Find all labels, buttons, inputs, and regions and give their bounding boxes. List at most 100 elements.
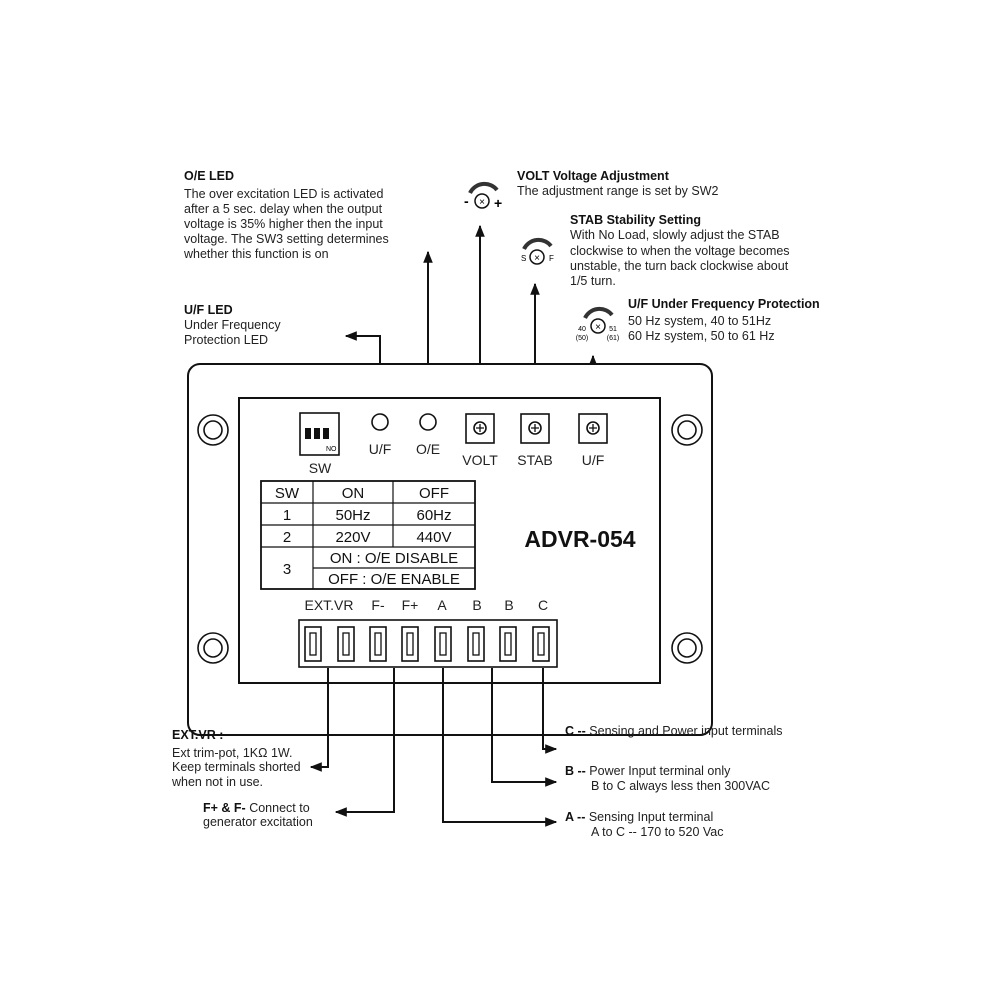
oe-led-line: after a 5 sec. delay when the output (184, 202, 383, 216)
stab-title: STAB Stability Setting (570, 213, 701, 227)
terminal-label: F+ (402, 597, 419, 613)
table-header: SW (275, 485, 300, 502)
terminal-slot[interactable] (499, 626, 517, 662)
mounting-hole-icon (671, 632, 703, 664)
volt-annotation: × - + VOLT Voltage Adjustment The adjust… (464, 169, 719, 211)
terminal-slot[interactable] (304, 626, 322, 662)
svg-text:B to C always less then 300VAC: B to C always less then 300VAC (591, 779, 770, 793)
dip-switch[interactable]: NO (299, 412, 340, 456)
uf-led-title: U/F LED (184, 303, 233, 317)
terminal-slot[interactable] (434, 626, 452, 662)
svg-text:NO: NO (326, 446, 337, 453)
uf-led (371, 413, 389, 431)
bottom-leader-lines (309, 668, 558, 827)
table-header: ON (342, 485, 365, 502)
extvr-line: Ext trim-pot, 1KΩ 1W. (172, 746, 292, 760)
volt-title: VOLT Voltage Adjustment (517, 169, 670, 183)
potentiometer-icon: × 40 (50) 51 (61) (576, 306, 619, 342)
svg-text:B -- Power Input terminal only: B -- Power Input terminal only (565, 764, 731, 778)
uf-protection-annotation: × 40 (50) 51 (61) U/F Under Frequency Pr… (576, 297, 820, 343)
svg-text:51: 51 (609, 326, 617, 333)
stab-line: With No Load, slowly adjust the STAB (570, 228, 780, 242)
table-cell: 50Hz (335, 507, 370, 524)
oe-led-label: O/E (416, 441, 440, 457)
svg-text:S: S (521, 254, 526, 263)
extvr-line: when not in use. (171, 775, 263, 789)
c-terminal-annotation: C -- Sensing and Power input terminals (565, 724, 782, 738)
table-cell: 60Hz (416, 507, 451, 524)
svg-text:(61): (61) (607, 335, 619, 342)
terminal-label: F- (371, 597, 385, 613)
switch-table: SW ON OFF 1 50Hz 60Hz 2 220V 440V 3 ON :… (260, 480, 476, 590)
sw-label: SW (309, 460, 332, 476)
table-cell: 220V (335, 529, 370, 546)
table-cell: 2 (283, 529, 291, 546)
terminal-label: B (472, 597, 481, 613)
uf-led-line: Protection LED (184, 333, 268, 347)
terminal-slot[interactable] (467, 626, 485, 662)
stab-pot[interactable] (520, 413, 550, 444)
svg-text:-: - (464, 193, 469, 209)
stab-line: clockwise to when the voltage becomes (570, 244, 790, 258)
extvr-title: EXT.VR : (172, 728, 223, 742)
oe-led-title: O/E LED (184, 169, 234, 183)
uf-protection-line: 50 Hz system, 40 to 51Hz (628, 314, 771, 328)
svg-text:×: × (595, 322, 601, 333)
mounting-hole-icon (671, 414, 703, 446)
uf-led-annotation: U/F LED Under Frequency Protection LED (184, 303, 281, 347)
svg-text:×: × (479, 197, 485, 208)
svg-text:×: × (534, 253, 540, 264)
terminal-slot[interactable] (369, 626, 387, 662)
table-cell: ON : O/E DISABLE (330, 550, 458, 567)
potentiometer-icon: × S F (521, 237, 554, 265)
table-header: OFF (419, 485, 449, 502)
oe-led (419, 413, 437, 431)
b-terminal-annotation: B -- Power Input terminal only B to C al… (565, 764, 770, 793)
extvr-line: Keep terminals shorted (172, 760, 301, 774)
avr-device: NO SW U/F O/E VOLT STAB U/F SW ON OFF 1 … (187, 363, 713, 736)
svg-text:F: F (549, 254, 554, 263)
terminal-slot[interactable] (337, 626, 355, 662)
terminal-label: C (538, 597, 548, 613)
svg-text:generator excitation: generator excitation (203, 815, 313, 829)
extvr-annotation: EXT.VR : Ext trim-pot, 1KΩ 1W. Keep term… (171, 728, 301, 789)
svg-text:A to C -- 170 to 520 Vac: A to C -- 170 to 520 Vac (591, 825, 723, 839)
svg-text:40: 40 (578, 326, 586, 333)
table-cell: 3 (283, 561, 291, 578)
svg-text:(50): (50) (576, 335, 588, 342)
table-cell: OFF : O/E ENABLE (328, 571, 460, 588)
stab-line: 1/5 turn. (570, 274, 616, 288)
oe-led-line: voltage is 35% higher then the input (184, 217, 383, 231)
a-terminal-annotation: A -- Sensing Input terminal A to C -- 17… (565, 810, 723, 839)
terminal-block (298, 619, 558, 668)
svg-text:A -- Sensing Input terminal: A -- Sensing Input terminal (565, 810, 713, 824)
potentiometer-icon: × - + (464, 181, 502, 211)
terminal-slot[interactable] (401, 626, 419, 662)
oe-led-line: voltage. The SW3 setting determines (184, 232, 389, 246)
table-cell: 1 (283, 507, 291, 524)
terminal-slot[interactable] (532, 626, 550, 662)
oe-led-line: whether this function is on (183, 247, 329, 261)
oe-led-line: The over excitation LED is activated (184, 187, 383, 201)
svg-text:+: + (494, 195, 502, 211)
mounting-hole-icon (197, 414, 229, 446)
volt-pot-label: VOLT (462, 452, 498, 468)
volt-pot[interactable] (465, 413, 495, 444)
uf-pot[interactable] (578, 413, 608, 444)
stab-line: unstable, the turn back clockwise about (570, 259, 789, 273)
svg-text:C -- Sensing and Power input t: C -- Sensing and Power input terminals (565, 724, 782, 738)
stab-pot-label: STAB (517, 452, 553, 468)
uf-led-line: Under Frequency (184, 318, 281, 332)
terminal-label: A (437, 597, 447, 613)
oe-led-annotation: O/E LED The over excitation LED is activ… (183, 169, 389, 261)
uf-led-label: U/F (369, 441, 392, 457)
volt-line: The adjustment range is set by SW2 (517, 184, 719, 198)
uf-protection-line: 60 Hz system, 50 to 61 Hz (628, 329, 775, 343)
f-terminal-annotation: F+ & F- Connect to generator excitation (203, 801, 313, 829)
mounting-hole-icon (197, 632, 229, 664)
svg-text:F+ & F- Connect to: F+ & F- Connect to (203, 801, 310, 815)
table-cell: 440V (416, 529, 451, 546)
model-name: ADVR-054 (524, 526, 635, 552)
stab-annotation: × S F STAB Stability Setting With No Loa… (521, 213, 790, 288)
